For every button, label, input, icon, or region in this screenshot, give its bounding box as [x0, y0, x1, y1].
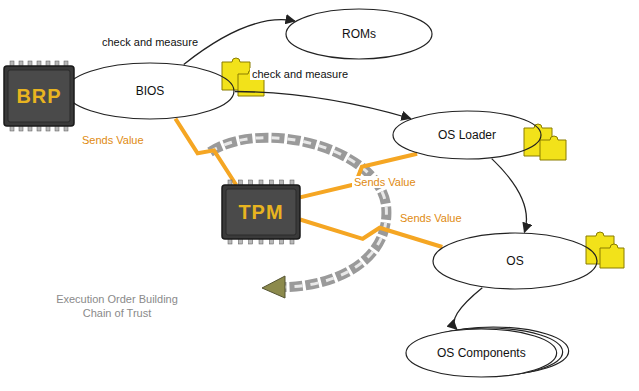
chip-node: TPM: [222, 185, 300, 239]
chip-label: BRP: [16, 85, 61, 108]
arrow-connector: [235, 92, 411, 119]
edge-label: Sends Value: [398, 212, 464, 224]
node-label: ROMs: [342, 27, 376, 41]
arrow-connector: [454, 288, 482, 330]
edge-label: Sends Value: [80, 134, 146, 146]
process-ellipse: BIOS: [65, 62, 235, 120]
edge-label: check and measure: [100, 36, 200, 48]
chain: [210, 138, 386, 287]
arrow-connector: [184, 20, 295, 65]
chain-arrowhead: [262, 276, 285, 298]
chip-node: BRP: [4, 66, 74, 126]
process-ellipse: OS: [432, 232, 598, 290]
chip-label: TPM: [238, 201, 283, 224]
arrow-connector: [492, 159, 527, 233]
process-ellipse: ROMs: [285, 8, 433, 60]
process-ellipse: OS Components: [405, 328, 558, 378]
node-label: BIOS: [136, 84, 165, 98]
note-label: Execution Order Building Chain of Trust: [52, 292, 182, 320]
chain-links: [210, 138, 386, 287]
lightning-connector: [300, 154, 417, 198]
puzzle-icon: [222, 58, 624, 268]
edge-label: Sends Value: [352, 176, 418, 188]
node-label: OS Components: [437, 346, 526, 360]
edge-label: check and measure: [250, 68, 350, 80]
node-label: OS: [506, 254, 523, 268]
node-label: OS Loader: [438, 128, 496, 142]
lightning-connector: [175, 119, 236, 185]
process-ellipse: OS Loader: [392, 110, 542, 160]
